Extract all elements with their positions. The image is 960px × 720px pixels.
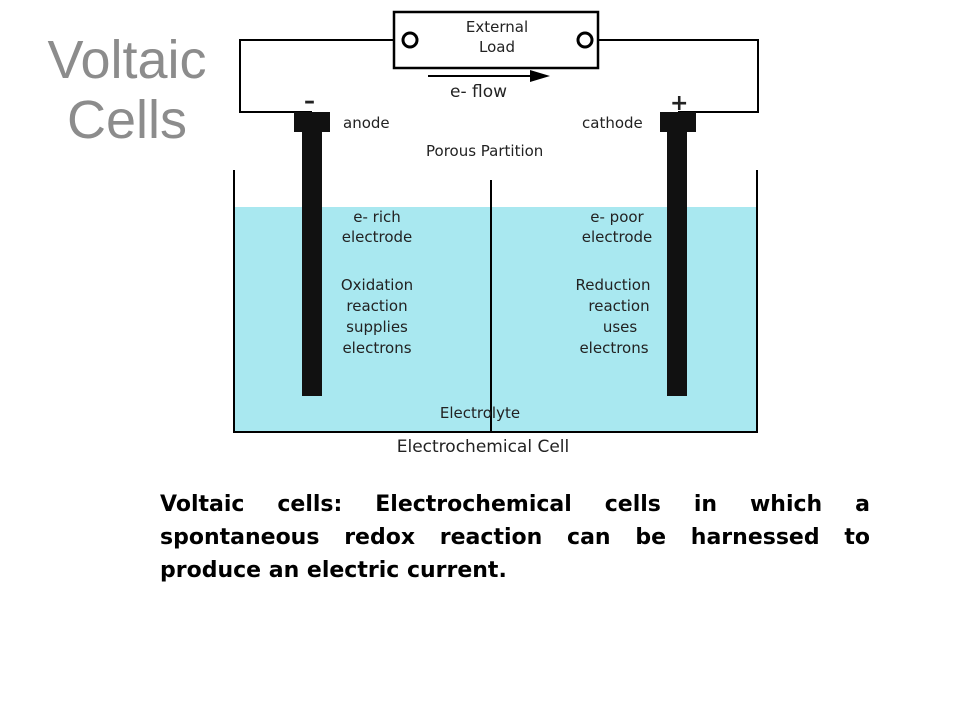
cathode-electrode — [667, 128, 687, 396]
anode-desc-line: reaction — [346, 297, 407, 315]
cell-label: Electrochemical Cell — [397, 437, 569, 457]
cathode-plus-sign: + — [670, 91, 688, 116]
anode-electrode — [302, 128, 322, 396]
cathode-description: e- poor electrode Reduction reaction use… — [576, 208, 653, 357]
external-wire — [239, 39, 394, 113]
anode-desc-line: e- rich — [353, 208, 401, 226]
anode-desc-line: supplies — [346, 318, 408, 336]
anode-label: anode — [343, 114, 390, 132]
anode-minus-sign: – — [304, 89, 315, 114]
load-terminal-right — [576, 31, 594, 49]
anode-desc-line: electrode — [342, 228, 413, 246]
title-line-1: Voltaic — [47, 30, 207, 90]
load-label-line2: Load — [479, 38, 515, 56]
anode-desc-line: electrons — [342, 339, 411, 357]
cathode-desc-line: e- poor — [590, 208, 644, 226]
anode-description: e- rich electrode Oxidation reaction sup… — [341, 208, 413, 357]
e-flow-label: e- flow — [450, 82, 507, 102]
partition-label: Porous Partition — [426, 142, 543, 160]
cathode-desc-line: uses — [603, 318, 638, 336]
external-wire-right — [598, 39, 759, 113]
e-flow-arrow-head — [530, 70, 550, 82]
caption-text: Voltaic cells: Electrochemical cells in … — [160, 492, 870, 583]
cathode-desc-line: Reduction — [576, 276, 651, 294]
anode-desc-line: Oxidation — [341, 276, 413, 294]
title-line-2: Cells — [66, 90, 188, 150]
load-terminal-left — [401, 31, 419, 49]
cathode-desc-line: reaction — [588, 297, 649, 315]
cathode-label: cathode — [582, 114, 643, 132]
load-label-line1: External — [466, 18, 528, 36]
cathode-desc-line: electrons — [579, 339, 648, 357]
cathode-cap — [660, 112, 696, 132]
electrochemical-cell-diagram: External Load e- flow – + anode cathode … — [233, 10, 759, 457]
page-title: Voltaic Cells — [18, 30, 236, 150]
cathode-desc-line: electrode — [582, 228, 653, 246]
cell-container — [233, 170, 758, 433]
anode-cap — [294, 112, 330, 132]
electrolyte-label: Electrolyte — [440, 404, 520, 422]
external-load-box — [392, 10, 600, 70]
